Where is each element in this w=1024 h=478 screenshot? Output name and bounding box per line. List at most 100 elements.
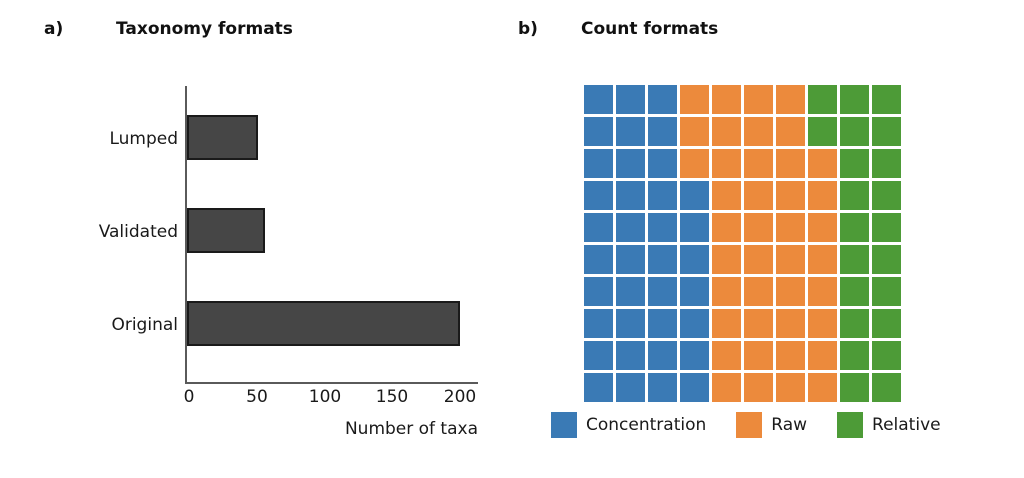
bar-xtick-150: 150 [375, 387, 409, 407]
waffle-cell-concentration [680, 277, 709, 306]
waffle-cell-relative [840, 341, 869, 370]
waffle-cell-raw [776, 149, 805, 178]
waffle-cell-concentration [616, 277, 645, 306]
waffle-cell-concentration [680, 309, 709, 338]
panel-b-title: Count formats [581, 19, 719, 39]
panel-b-letter: b) [518, 19, 538, 39]
waffle-cell-raw [808, 149, 837, 178]
waffle-cell-raw [808, 245, 837, 274]
waffle-cell-concentration [584, 117, 613, 146]
bar-category-label-original: Original [111, 315, 178, 335]
waffle-cell-concentration [584, 373, 613, 402]
waffle-chart-legend: Concentration Raw Relative [551, 412, 971, 438]
waffle-cell-relative [840, 245, 869, 274]
waffle-cell-concentration [648, 309, 677, 338]
waffle-cell-raw [712, 181, 741, 210]
waffle-cell-raw [776, 245, 805, 274]
bar-lumped [187, 115, 258, 160]
legend-swatch-raw [736, 412, 763, 438]
waffle-cell-relative [872, 181, 901, 210]
waffle-cell-relative [840, 181, 869, 210]
waffle-cell-raw [808, 373, 837, 402]
waffle-cell-raw [712, 341, 741, 370]
waffle-cell-raw [776, 277, 805, 306]
waffle-cell-raw [712, 277, 741, 306]
waffle-cell-relative [872, 117, 901, 146]
bar-xtick-200: 200 [443, 387, 477, 407]
waffle-cell-raw [712, 245, 741, 274]
waffle-cell-raw [776, 213, 805, 242]
waffle-cell-raw [712, 85, 741, 114]
bar-category-label-lumped: Lumped [109, 129, 178, 149]
waffle-cell-concentration [648, 277, 677, 306]
waffle-cell-raw [808, 213, 837, 242]
waffle-cell-raw [744, 213, 773, 242]
waffle-cell-raw [680, 85, 709, 114]
waffle-cell-raw [744, 373, 773, 402]
waffle-cell-concentration [584, 85, 613, 114]
legend-item-concentration[interactable]: Concentration [551, 412, 736, 438]
waffle-cell-relative [872, 85, 901, 114]
waffle-cell-concentration [584, 341, 613, 370]
legend-label-concentration: Concentration [586, 415, 707, 435]
legend-swatch-concentration [551, 412, 577, 438]
waffle-cell-concentration [648, 85, 677, 114]
bar-original [187, 301, 460, 346]
waffle-cell-relative [840, 309, 869, 338]
legend-item-relative[interactable]: Relative [837, 412, 971, 438]
waffle-cell-concentration [648, 213, 677, 242]
waffle-cell-raw [776, 373, 805, 402]
bar-chart-y-axis-line [185, 86, 187, 383]
waffle-cell-concentration [616, 373, 645, 402]
waffle-cell-relative [872, 149, 901, 178]
waffle-cell-raw [744, 245, 773, 274]
waffle-cell-raw [776, 117, 805, 146]
waffle-cell-relative [840, 149, 869, 178]
waffle-cell-relative [872, 373, 901, 402]
waffle-cell-raw [744, 181, 773, 210]
waffle-cell-concentration [616, 213, 645, 242]
waffle-cell-concentration [616, 181, 645, 210]
waffle-cell-relative [872, 341, 901, 370]
waffle-cell-concentration [616, 245, 645, 274]
waffle-cell-concentration [584, 181, 613, 210]
waffle-cell-raw [680, 149, 709, 178]
waffle-cell-relative [840, 373, 869, 402]
waffle-cell-raw [712, 213, 741, 242]
waffle-cell-concentration [584, 245, 613, 274]
waffle-cell-relative [872, 277, 901, 306]
waffle-cell-concentration [584, 309, 613, 338]
waffle-cell-concentration [680, 373, 709, 402]
waffle-cell-raw [744, 309, 773, 338]
panel-a-taxonomy-formats: a) Taxonomy formats Lumped Validated Ori… [44, 19, 478, 439]
panel-b-count-formats: b) Count formats Concentration Raw Relativ… [512, 0, 1024, 478]
waffle-cell-relative [840, 85, 869, 114]
bar-xtick-50: 50 [246, 387, 268, 407]
waffle-cell-relative [872, 213, 901, 242]
waffle-cell-concentration [648, 117, 677, 146]
waffle-cell-relative [808, 85, 837, 114]
waffle-cell-raw [680, 117, 709, 146]
waffle-cell-concentration [616, 341, 645, 370]
waffle-cell-raw [712, 309, 741, 338]
waffle-cell-raw [712, 149, 741, 178]
waffle-cell-raw [776, 85, 805, 114]
waffle-cell-relative [872, 309, 901, 338]
waffle-cell-raw [776, 181, 805, 210]
waffle-cell-concentration [584, 213, 613, 242]
waffle-cell-concentration [680, 245, 709, 274]
waffle-cell-raw [808, 277, 837, 306]
waffle-cell-raw [712, 117, 741, 146]
waffle-cell-raw [744, 117, 773, 146]
legend-item-raw[interactable]: Raw [736, 412, 837, 438]
waffle-cell-raw [808, 181, 837, 210]
panel-a-title: Taxonomy formats [116, 19, 293, 39]
waffle-cell-raw [808, 341, 837, 370]
waffle-cell-raw [712, 373, 741, 402]
waffle-cell-raw [776, 341, 805, 370]
waffle-cell-raw [744, 341, 773, 370]
waffle-cell-relative [872, 245, 901, 274]
legend-label-relative: Relative [872, 415, 941, 435]
waffle-cell-concentration [616, 149, 645, 178]
